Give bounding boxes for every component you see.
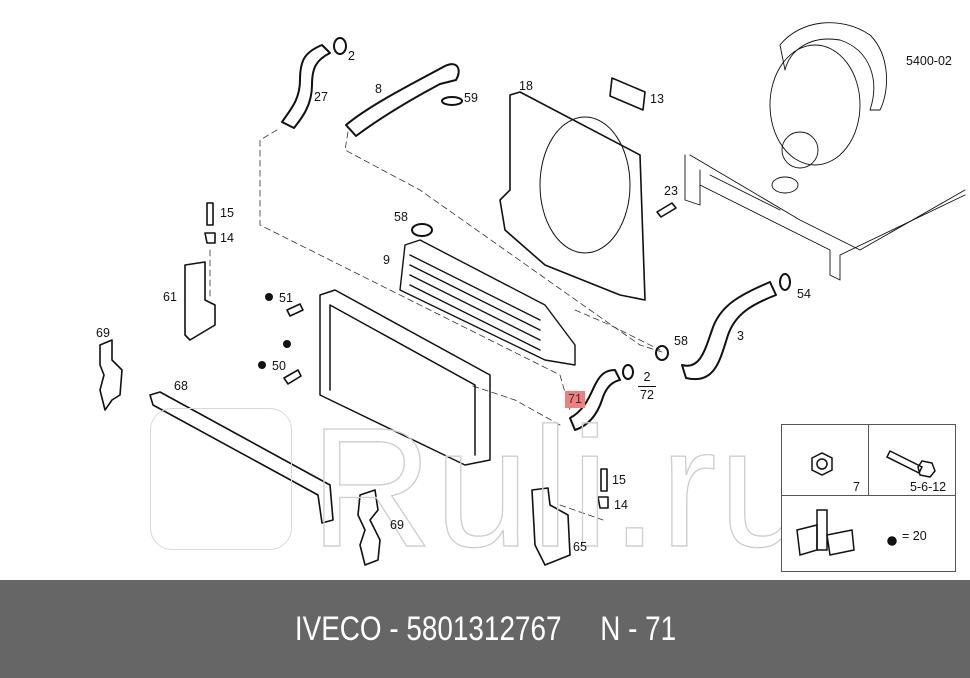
hose-71 — [569, 369, 621, 431]
footer-part-number: 5801312767 — [405, 609, 561, 648]
callout-58-top[interactable]: 58 — [394, 210, 408, 224]
callout-reference-code: 5400-02 — [906, 54, 952, 68]
nut-icon — [811, 452, 833, 476]
callout-13[interactable]: 13 — [650, 92, 664, 106]
callout-61[interactable]: 61 — [163, 290, 177, 304]
bullet-dot-icon — [265, 293, 273, 301]
engine-sketch — [684, 22, 966, 281]
callout-9[interactable]: 9 — [383, 253, 390, 267]
hose-8 — [345, 63, 460, 137]
clip-nut-icon — [796, 509, 855, 556]
callout-54[interactable]: 54 — [797, 287, 811, 301]
callout-68[interactable]: 68 — [174, 379, 188, 393]
crossbar-68 — [149, 391, 334, 524]
legend-bolt-label: 5-6-12 — [910, 480, 947, 494]
callout-8[interactable]: 8 — [375, 82, 382, 96]
diagram-artwork — [99, 22, 966, 566]
legend-nut-label: 7 — [853, 480, 860, 494]
fraction-numerator: 2 — [643, 370, 651, 384]
bullet-dot-icon — [283, 340, 291, 348]
hose-27 — [281, 44, 331, 129]
footer-position-label: N - 71 — [599, 609, 676, 648]
callout-71-highlighted[interactable]: 71 — [565, 391, 585, 408]
fraction-bar — [638, 385, 656, 387]
legend-dot-icon — [887, 536, 897, 546]
legend-divider — [868, 425, 869, 495]
legend-artwork — [796, 449, 936, 556]
callout-15-bottom[interactable]: 15 — [612, 473, 626, 487]
callout-2-top[interactable]: 2 — [348, 49, 355, 63]
callout-59[interactable]: 59 — [464, 91, 478, 105]
fraction-denominator: 72 — [640, 387, 654, 402]
bullet-dot-icon — [258, 361, 266, 369]
callout-14-top[interactable]: 14 — [220, 231, 234, 245]
legend-dot-equation: = 20 — [902, 529, 927, 543]
footer-separator: - — [388, 609, 399, 648]
footer-brand: IVECO — [294, 609, 382, 648]
callout-15-top[interactable]: 15 — [220, 206, 234, 220]
legend-divider — [782, 495, 955, 496]
callout-18[interactable]: 18 — [519, 79, 533, 93]
leader-lines — [209, 129, 663, 521]
callout-3[interactable]: 3 — [737, 329, 744, 343]
radiator — [319, 289, 491, 466]
footer-text: IVECO - 5801312767 N - 71 — [294, 610, 675, 649]
callout-27[interactable]: 27 — [314, 90, 328, 104]
callout-58-right[interactable]: 58 — [674, 334, 688, 348]
intercooler-9 — [399, 239, 576, 366]
hose-3 — [681, 281, 777, 381]
fastener-legend: 7 5-6-12 = 20 — [781, 424, 956, 572]
footer-banner: IVECO - 5801312767 N - 71 — [0, 580, 970, 678]
callout-2-72-fraction[interactable]: 2 72 — [638, 371, 656, 401]
callout-69-bottom[interactable]: 69 — [390, 518, 404, 532]
callout-23[interactable]: 23 — [664, 184, 678, 198]
callout-69-left[interactable]: 69 — [96, 326, 110, 340]
bolt-icon — [885, 449, 936, 478]
callout-65[interactable]: 65 — [573, 540, 587, 554]
fan-shroud-18 — [499, 91, 646, 301]
callout-51[interactable]: 51 — [279, 291, 293, 305]
callout-14-bottom[interactable]: 14 — [614, 498, 628, 512]
callout-50[interactable]: 50 — [272, 359, 286, 373]
